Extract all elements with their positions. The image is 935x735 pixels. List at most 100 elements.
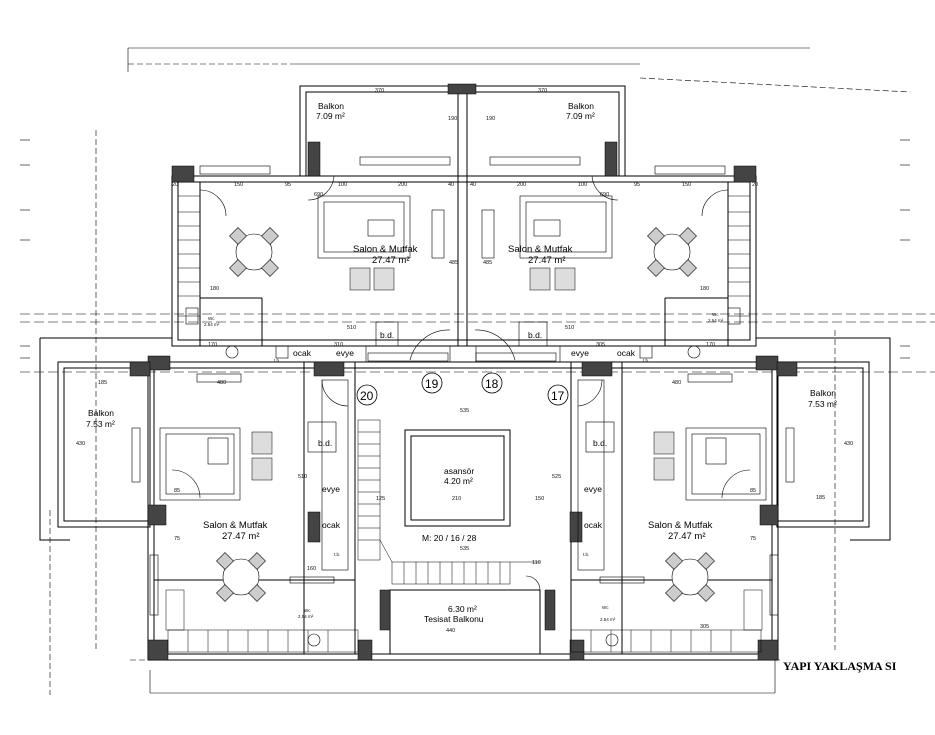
unit-number-17: 17	[551, 389, 565, 403]
room-area-balkon-right: 7.53 m²	[808, 399, 837, 409]
tesisat-name: Tesisat Balkonu	[424, 614, 484, 624]
fixture-ocak-top-left: ocak	[293, 348, 312, 358]
dim-510-left: 510	[347, 325, 356, 331]
dim-690-right: 690	[600, 192, 609, 198]
dim-200-left: 200	[398, 182, 407, 188]
room-area-salon-bottom-left: 27.47 m²	[222, 531, 260, 542]
fixture-tb-top-right: t.b.	[643, 358, 649, 363]
dim-20-top-left: 20	[172, 182, 178, 188]
room-name-wc-bottom-right: Wc	[602, 605, 609, 610]
dim-430-left: 430	[76, 441, 85, 447]
stair-label: M: 20 / 16 / 28	[422, 533, 477, 543]
central-staircase	[357, 419, 540, 585]
dining-tables	[216, 227, 715, 602]
dim-185-left: 185	[98, 380, 107, 386]
dim-525: 525	[552, 474, 561, 480]
dim-535: 535	[460, 408, 469, 414]
dim-485-left: 485	[449, 260, 458, 266]
fixture-bd-top-right: b.d.	[528, 330, 542, 340]
dim-95-right: 95	[634, 182, 640, 188]
fixture-tb-left: t.b.	[334, 552, 340, 557]
dim-110: 110	[532, 560, 541, 566]
dim-535-lower: 535	[460, 546, 469, 552]
fixture-bd-top-left: b.d.	[380, 330, 394, 340]
dim-210: 210	[452, 496, 461, 502]
armchairs	[251, 267, 675, 481]
door-swings	[171, 175, 751, 591]
dim-440: 440	[446, 628, 455, 634]
dim-190-right: 190	[486, 116, 495, 122]
sofas	[159, 195, 767, 501]
room-name-balkon-top-left: Balkon	[318, 101, 344, 111]
dim-190-left: 190	[448, 116, 457, 122]
room-name-wc-top-left: Wc	[208, 316, 215, 321]
dimension-labels: 370 370 690 690 510 510 310 305 170 170 …	[76, 88, 853, 634]
room-area-salon-bottom-right: 27.47 m²	[668, 531, 706, 542]
dim-310: 310	[334, 342, 343, 348]
unit-number-19: 19	[425, 377, 439, 391]
unit-number-20: 20	[360, 389, 374, 403]
walls	[39, 85, 891, 661]
column-blocks	[129, 83, 798, 661]
room-name-wc-bottom-left: Wc	[304, 608, 311, 613]
dim-510-side: 510	[298, 474, 307, 480]
tables	[207, 219, 727, 465]
fixture-evye-top-right: evye	[571, 348, 589, 358]
fixture-ocak-right: ocak	[584, 520, 603, 530]
elevator-name: asansör	[444, 466, 474, 476]
room-name-balkon-left: Balkon	[88, 408, 114, 418]
room-area-wc-bottom-left: 2.54 m²	[298, 614, 314, 619]
dim-185-right: 185	[816, 495, 825, 501]
dim-160: 160	[307, 566, 316, 572]
unit-markers	[356, 372, 569, 406]
dim-370-right: 370	[538, 88, 547, 94]
room-labels: Balkon 7.09 m² Balkon 7.09 m² Balkon 7.5…	[86, 101, 837, 624]
footer-title: YAPI YAKLAŞMA SI	[783, 659, 897, 673]
dim-150: 150	[535, 496, 544, 502]
fixture-tb-right: t.b.	[583, 552, 589, 557]
dim-75-left: 75	[174, 536, 180, 542]
room-area-salon-top-left: 27.47 m²	[372, 255, 410, 266]
dim-305-top: 305	[596, 342, 605, 348]
dim-200-right: 200	[517, 182, 526, 188]
dim-170-right: 170	[706, 342, 715, 348]
unit-number-18: 18	[485, 377, 499, 391]
room-area-wc-top-right: 2.54 m²	[708, 318, 724, 323]
fixture-ocak-top-right: ocak	[617, 348, 636, 358]
room-name-balkon-right: Balkon	[810, 388, 836, 398]
room-area-wc-top-left: 2.54 m²	[204, 322, 220, 327]
room-name-salon-top-right: Salon & Mutfak	[508, 244, 573, 255]
elevator-area: 4.20 m²	[444, 476, 473, 486]
dim-150-top-right: 150	[682, 182, 691, 188]
dim-480-right: 480	[672, 380, 681, 386]
room-name-salon-bottom-left: Salon & Mutfak	[203, 520, 268, 531]
room-area-salon-top-right: 27.47 m²	[528, 255, 566, 266]
dim-85-right: 85	[750, 488, 756, 494]
dim-180-left: 180	[210, 286, 219, 292]
room-area-balkon-top-right: 7.09 m²	[566, 111, 595, 121]
dim-485-right: 485	[483, 260, 492, 266]
fixture-evye-left: evye	[322, 484, 340, 494]
windows	[131, 156, 795, 616]
dim-150-top-left: 150	[234, 182, 243, 188]
reference-lines	[20, 47, 935, 695]
dim-100-left: 100	[338, 182, 347, 188]
dim-95-left: 95	[285, 182, 291, 188]
fixture-evye-top-left: evye	[336, 348, 354, 358]
dim-480-left: 480	[217, 380, 226, 386]
kitchen-counters	[307, 321, 615, 571]
fixture-evye-right: evye	[584, 484, 602, 494]
wc-fixtures	[185, 307, 741, 647]
dim-85-left: 85	[174, 488, 180, 494]
dim-305-bottom: 305	[700, 624, 709, 630]
room-area-wc-bottom-right: 2.54 m²	[600, 617, 616, 622]
unit-number-labels: 20 19 18 17	[360, 377, 565, 403]
dim-510-right: 510	[565, 325, 574, 331]
room-area-balkon-top-left: 7.09 m²	[316, 111, 345, 121]
dim-40-right: 40	[470, 182, 476, 188]
dim-180-right: 180	[700, 286, 709, 292]
fixture-bd-right: b.d.	[593, 438, 607, 448]
fixture-bd-left: b.d.	[318, 438, 332, 448]
dim-370-left: 370	[375, 88, 384, 94]
fixture-tb-top-left: t.b.	[274, 358, 280, 363]
